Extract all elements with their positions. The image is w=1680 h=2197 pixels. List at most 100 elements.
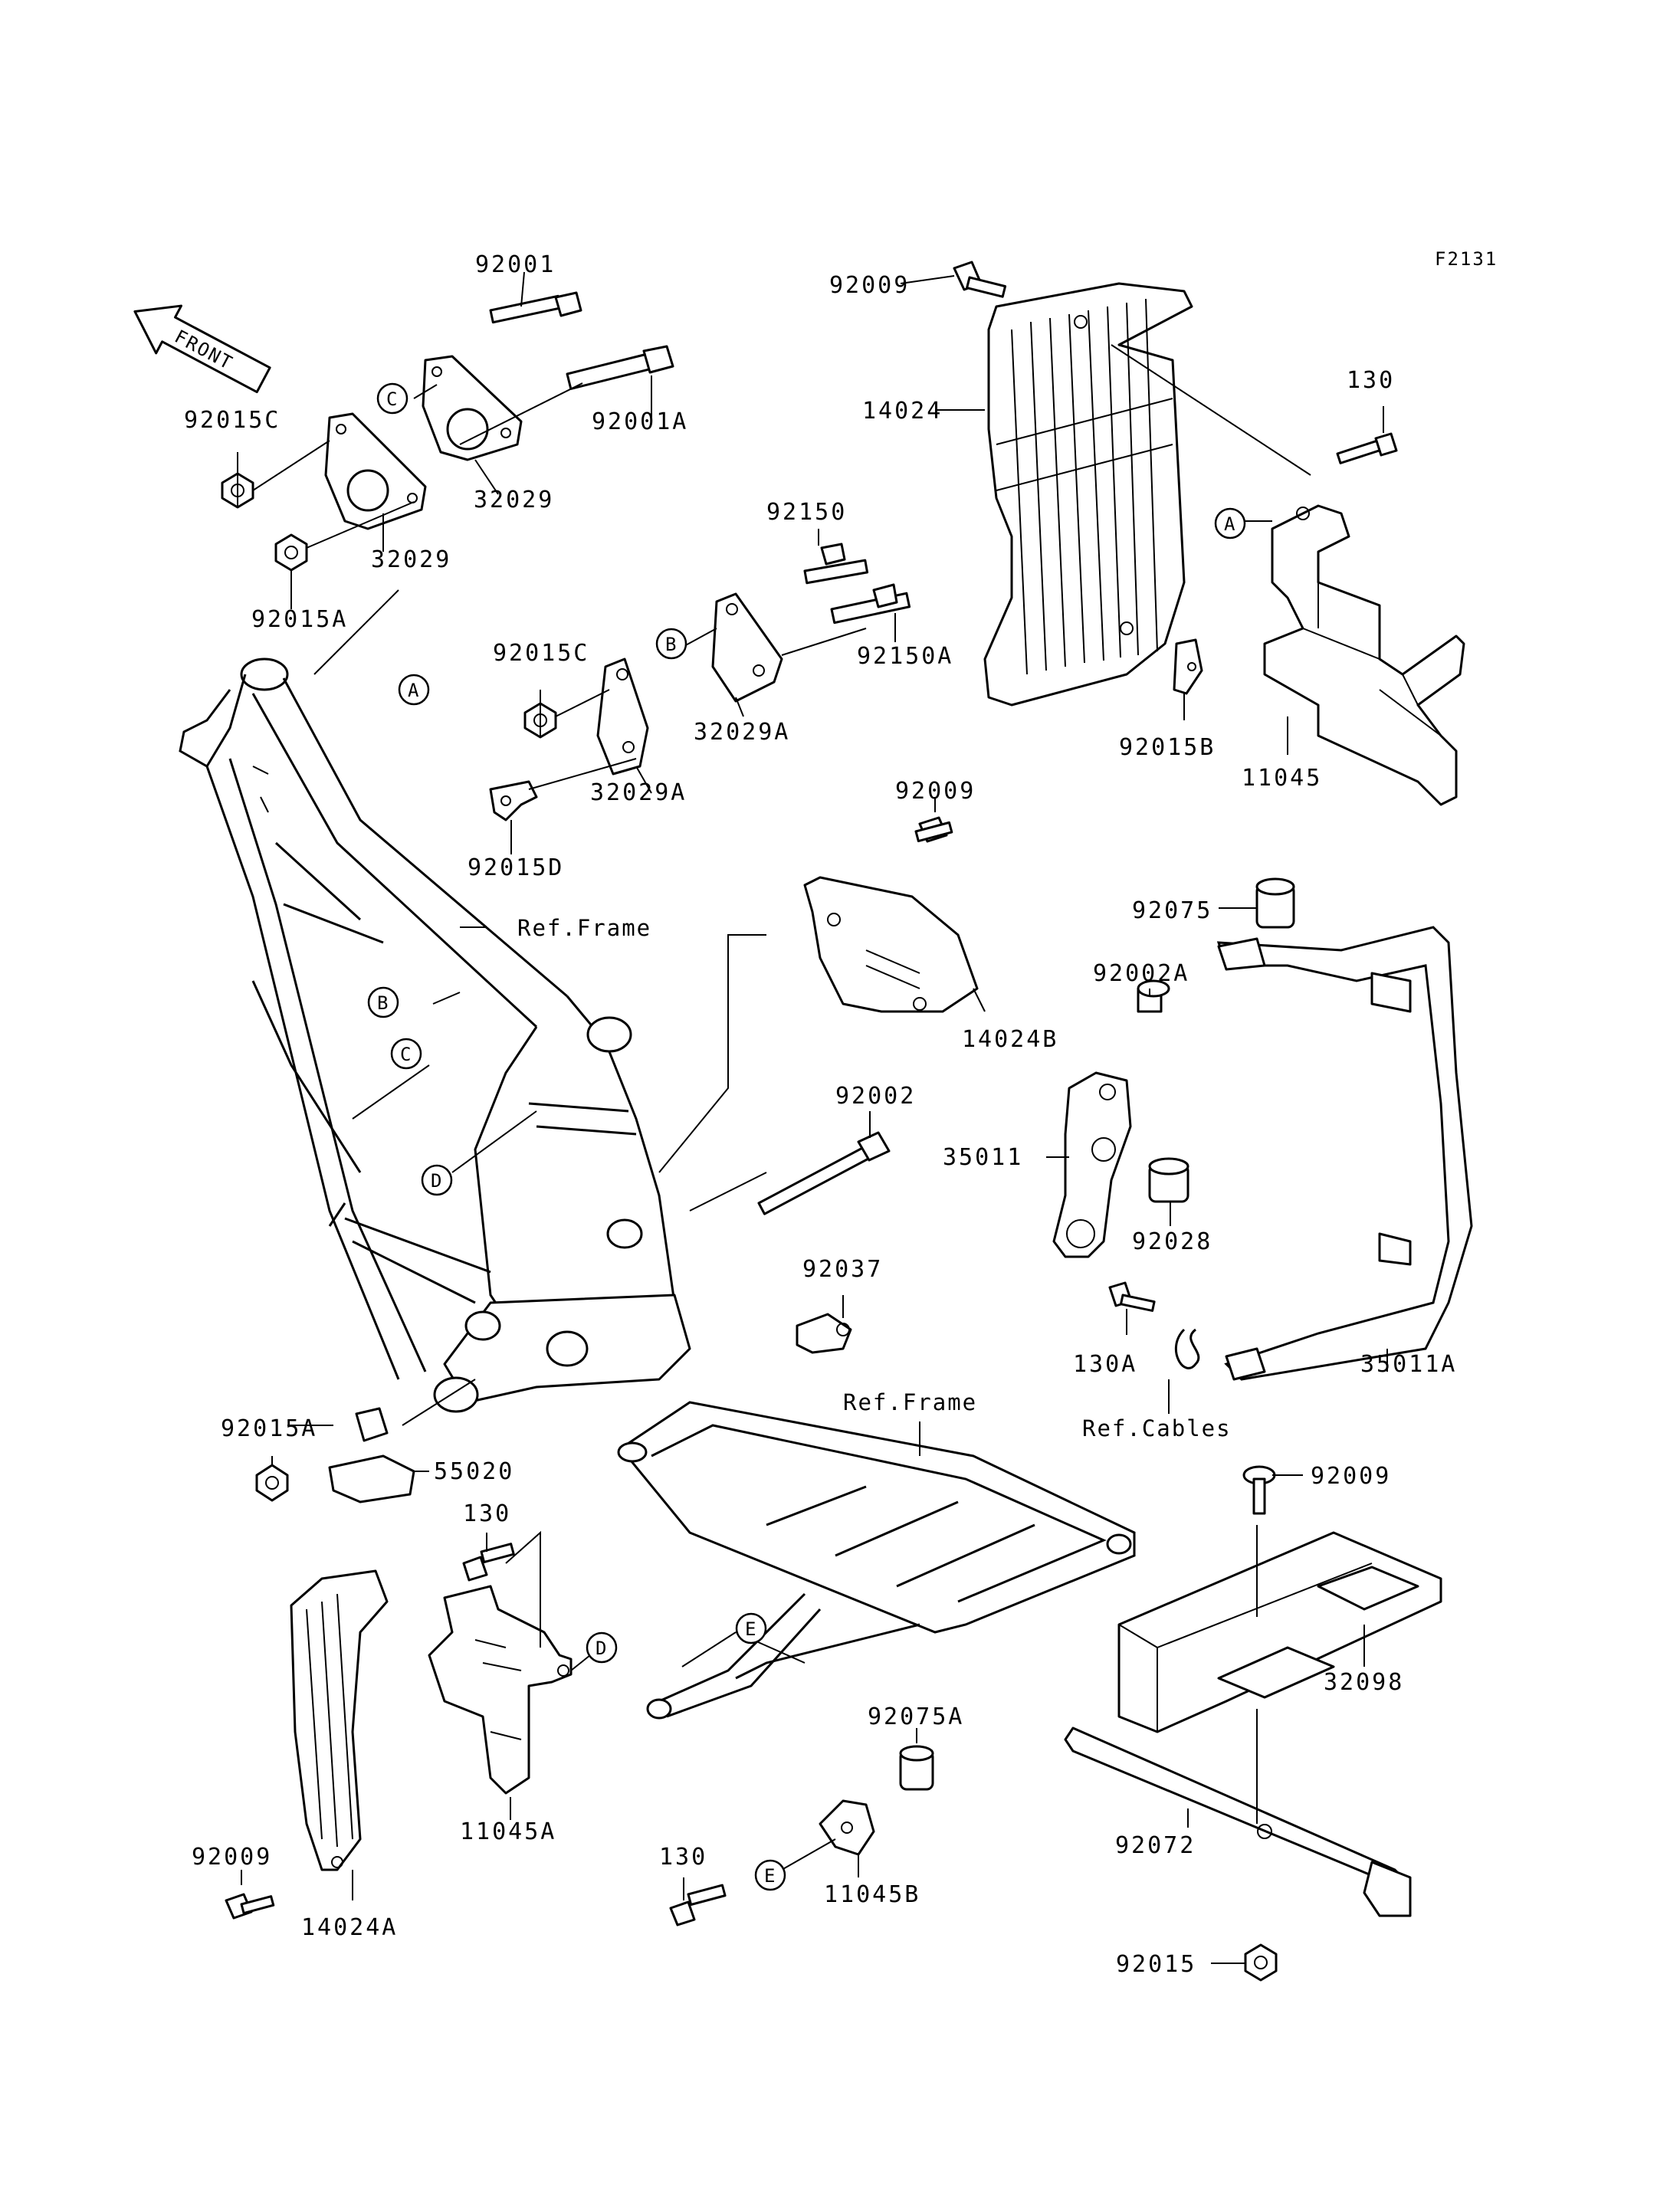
guard-14024A bbox=[290, 1569, 389, 1871]
collar-92075 bbox=[1255, 877, 1295, 929]
label-92001: 92001 bbox=[475, 251, 556, 278]
label-32098: 32098 bbox=[1324, 1669, 1404, 1696]
screw-92009-top bbox=[953, 261, 1007, 298]
engine-mount-plates-32029A bbox=[596, 592, 783, 776]
label-130-low: 130 bbox=[463, 1500, 511, 1527]
ref-frame-1: Ref.Frame bbox=[517, 915, 651, 941]
bracket-11045 bbox=[1263, 504, 1465, 806]
label-32029A-b: 32029A bbox=[590, 779, 687, 806]
bolt-92150 bbox=[803, 543, 869, 585]
callout-a-frame-label: A bbox=[408, 680, 419, 701]
label-130A: 130A bbox=[1073, 1351, 1137, 1378]
axle-92002 bbox=[757, 1131, 891, 1215]
callout-e-mid-label: E bbox=[745, 1618, 756, 1640]
label-92075A: 92075A bbox=[868, 1703, 964, 1730]
label-92015D: 92015D bbox=[468, 854, 564, 881]
callout-e-low-label: E bbox=[764, 1865, 775, 1887]
front-arrow-icon: FRONT bbox=[133, 304, 271, 394]
callout-d-low bbox=[586, 1631, 618, 1664]
label-14024B: 14024B bbox=[962, 1026, 1058, 1053]
label-11045B: 11045B bbox=[824, 1881, 920, 1908]
bracket-11045A bbox=[428, 1585, 573, 1795]
label-92015A-top: 92015A bbox=[251, 606, 348, 633]
label-14024: 14024 bbox=[862, 398, 943, 425]
bolt-92150A bbox=[830, 583, 911, 625]
ref-cables: Ref.Cables bbox=[1082, 1415, 1232, 1441]
bolt-92001 bbox=[489, 291, 582, 324]
callout-d-low-label: D bbox=[596, 1638, 606, 1659]
bolt-130-bottom bbox=[669, 1884, 727, 1926]
callout-c-frame-label: C bbox=[400, 1044, 411, 1065]
cushion-55020 bbox=[328, 1407, 415, 1503]
subframe-ref bbox=[617, 1401, 1136, 1720]
callout-d-frame bbox=[421, 1164, 453, 1196]
nut-92015A-low bbox=[255, 1464, 289, 1502]
bracket-92015D bbox=[489, 780, 538, 821]
screw-92009-right bbox=[1242, 1465, 1276, 1515]
battery-case-32098 bbox=[1117, 1531, 1442, 1733]
nut-92015 bbox=[1244, 1943, 1278, 1982]
bolt-130-low bbox=[462, 1543, 515, 1582]
clip-cables bbox=[1174, 1328, 1200, 1369]
callout-e-mid bbox=[735, 1612, 767, 1644]
label-130-bottom: 130 bbox=[659, 1844, 707, 1871]
label-92015B: 92015B bbox=[1119, 734, 1216, 761]
label-11045: 11045 bbox=[1242, 765, 1322, 792]
label-92009-bl: 92009 bbox=[192, 1844, 272, 1871]
figure-code: F2131 bbox=[1435, 248, 1498, 270]
label-14024A: 14024A bbox=[301, 1914, 398, 1941]
bolt-130-top bbox=[1336, 432, 1398, 464]
label-92015C-top: 92015C bbox=[184, 407, 281, 434]
label-92009-right: 92009 bbox=[1311, 1463, 1391, 1490]
label-32029-a: 32029 bbox=[474, 487, 554, 513]
callout-b-frame-label: B bbox=[377, 992, 388, 1014]
callout-b-frame bbox=[367, 986, 399, 1018]
bracket-35011 bbox=[1052, 1071, 1132, 1258]
label-92150A: 92150A bbox=[857, 643, 953, 670]
callout-d-frame-label: D bbox=[431, 1170, 441, 1192]
collar-92075A bbox=[899, 1745, 934, 1791]
callout-b-mid-label: B bbox=[665, 634, 676, 655]
callout-c-frame bbox=[390, 1038, 422, 1070]
callout-e-low bbox=[754, 1859, 786, 1891]
bracket-11045B bbox=[819, 1799, 875, 1856]
label-32029-b: 32029 bbox=[371, 546, 451, 573]
label-32029A-a: 32029A bbox=[694, 719, 790, 746]
frame-35011A bbox=[1216, 926, 1473, 1381]
label-92001A: 92001A bbox=[592, 408, 688, 435]
label-92028: 92028 bbox=[1132, 1228, 1212, 1255]
label-55020: 55020 bbox=[434, 1458, 514, 1485]
label-35011A: 35011A bbox=[1360, 1351, 1457, 1378]
screw-92009-bl bbox=[225, 1893, 275, 1920]
radiator-guard-14024 bbox=[983, 282, 1193, 707]
label-92072: 92072 bbox=[1115, 1832, 1196, 1859]
nut-92015B bbox=[1173, 638, 1203, 695]
label-92009-top: 92009 bbox=[829, 272, 910, 299]
strap-92072 bbox=[1064, 1726, 1412, 1917]
label-92150: 92150 bbox=[766, 499, 847, 526]
callout-a-top-label: A bbox=[1224, 513, 1235, 535]
clamp-92037 bbox=[796, 1313, 852, 1354]
engine-mount-plates-32029 bbox=[324, 355, 523, 530]
label-92015C-mid: 92015C bbox=[493, 640, 589, 667]
label-92075: 92075 bbox=[1132, 897, 1212, 924]
frame-main bbox=[179, 657, 691, 1413]
bolt-92001A bbox=[566, 345, 674, 390]
callout-c-top-label: C bbox=[386, 389, 397, 410]
callout-a-top bbox=[1214, 507, 1246, 539]
ref-frame-2: Ref.Frame bbox=[843, 1389, 977, 1415]
bolt-130A bbox=[1108, 1281, 1156, 1312]
label-92015: 92015 bbox=[1116, 1951, 1196, 1978]
label-11045A: 11045A bbox=[460, 1818, 556, 1845]
label-130-top: 130 bbox=[1347, 367, 1395, 394]
label-92002A: 92002A bbox=[1093, 960, 1189, 987]
callout-a-frame bbox=[398, 674, 430, 706]
label-92037: 92037 bbox=[802, 1256, 883, 1283]
label-92015A-low: 92015A bbox=[221, 1415, 317, 1442]
label-92002: 92002 bbox=[835, 1083, 916, 1110]
collar-92028 bbox=[1148, 1157, 1189, 1203]
label-92009-mid: 92009 bbox=[895, 778, 976, 805]
label-35011: 35011 bbox=[943, 1144, 1023, 1171]
callout-b-mid bbox=[655, 628, 687, 660]
